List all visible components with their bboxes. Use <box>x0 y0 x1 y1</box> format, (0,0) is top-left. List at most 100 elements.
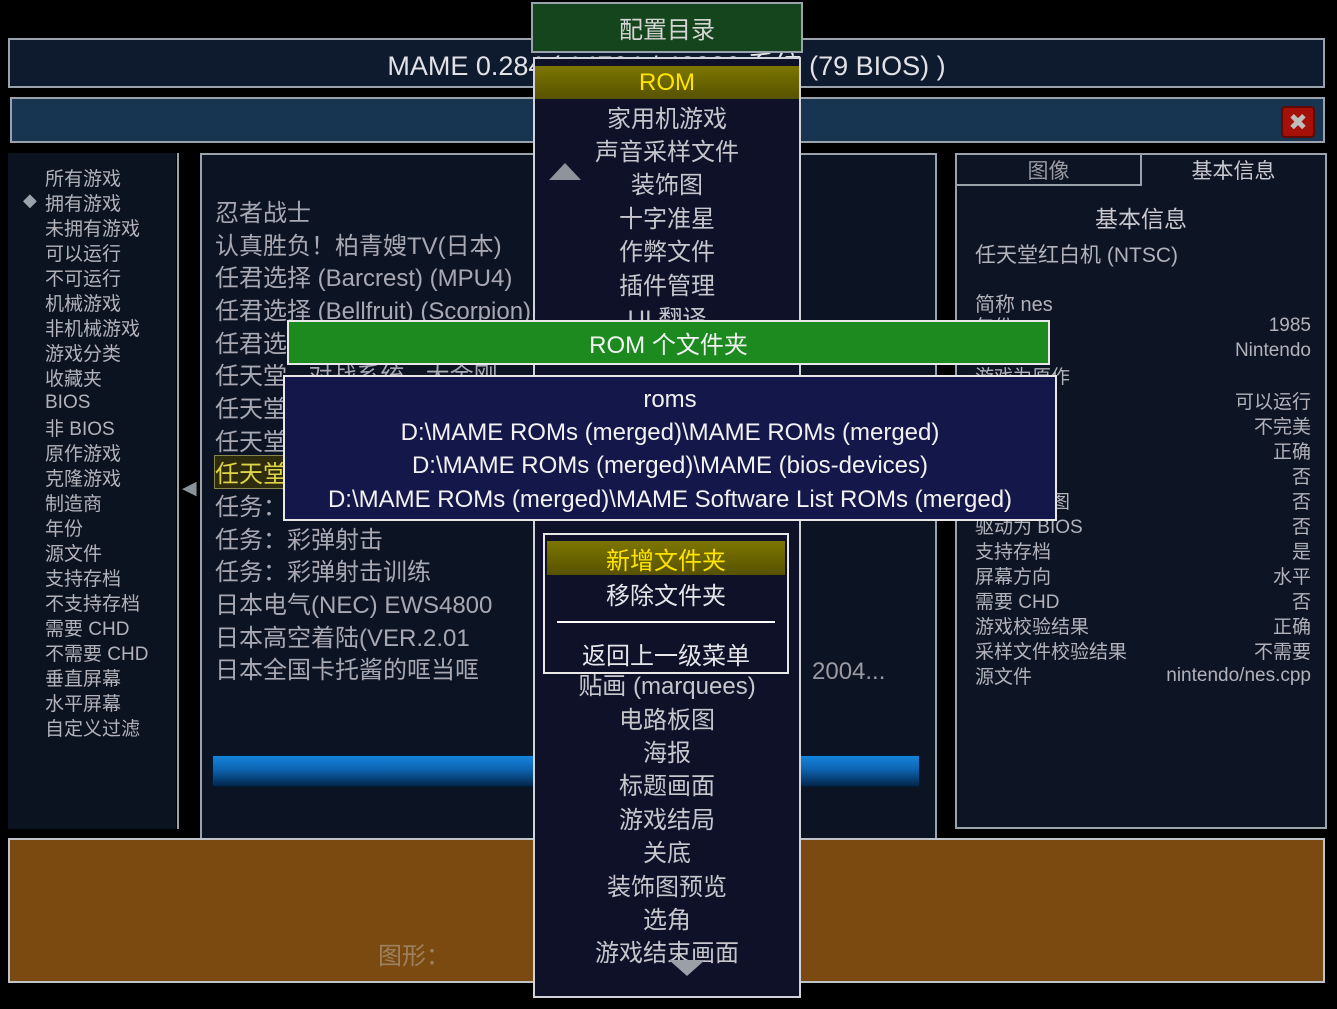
config-menu-item[interactable]: 插件管理 <box>619 272 715 300</box>
info-row-label: 游戏校验结果 <box>975 617 1090 638</box>
rom-folder-path: D:\MAME ROMs (merged)\MAME Software List… <box>327 485 1013 513</box>
collapse-left-icon[interactable]: ◀ <box>182 478 197 499</box>
sidebar-item[interactable]: 拥有游戏 <box>45 194 122 215</box>
sidebar-item[interactable]: 垂直屏幕 <box>45 669 122 690</box>
selected-filter-marker-icon: ◆ <box>23 190 37 210</box>
remove-folder-item[interactable]: 移除文件夹 <box>606 582 726 610</box>
config-menu-item[interactable]: 装饰图 <box>631 172 703 200</box>
info-row-value: 否 <box>1291 517 1311 538</box>
tab-general-info-label: 基本信息 <box>1191 159 1276 183</box>
sidebar-item[interactable]: 收藏夹 <box>45 369 103 390</box>
config-menu-item[interactable]: 十字准星 <box>619 205 715 233</box>
config-menu-item[interactable]: 作弊文件 <box>619 239 715 267</box>
sidebar-item[interactable]: 可以运行 <box>45 244 122 265</box>
tab-images[interactable]: 图像 <box>957 155 1142 186</box>
config-menu-item[interactable]: 关底 <box>643 840 691 868</box>
rom-folders-dialog-title: ROM 个文件夹 <box>589 332 748 359</box>
sidebar-item[interactable]: 不可运行 <box>45 269 122 290</box>
info-heading: 基本信息 <box>1095 206 1187 232</box>
game-list-row[interactable]: 任君选择 (Barcrest) (MPU4) <box>215 265 513 293</box>
config-menu-item[interactable]: 游戏结局 <box>619 806 715 834</box>
info-row: 采样文件校验结果 不需要 <box>957 638 1325 663</box>
config-menu-item[interactable]: 选角 <box>643 906 691 934</box>
sidebar-item[interactable]: 非 BIOS <box>45 419 115 440</box>
folder-actions-dialog: 新增文件夹 移除文件夹 返回上一级菜单 <box>543 533 789 674</box>
sidebar-item[interactable]: 非机械游戏 <box>45 319 141 340</box>
sidebar-item[interactable]: 不需要 CHD <box>45 644 149 665</box>
sidebar-item[interactable]: 克隆游戏 <box>45 469 122 490</box>
scroll-down-icon[interactable] <box>669 960 705 976</box>
game-row-overflow-text: 2004... <box>812 658 886 685</box>
info-row-value: 水平 <box>1272 567 1311 588</box>
sidebar-item[interactable]: 水平屏幕 <box>45 694 122 715</box>
config-menu-item[interactable]: 声音采样文件 <box>595 138 739 166</box>
info-row-value: 否 <box>1291 492 1311 513</box>
game-list-row[interactable]: 日本电气(NEC) EWS4800 <box>215 592 493 619</box>
info-row-value: 不完美 <box>1253 417 1311 438</box>
sidebar-item[interactable]: BIOS <box>45 391 91 413</box>
sidebar-divider <box>177 153 179 829</box>
sidebar-item[interactable]: 自定义过滤 <box>45 719 141 740</box>
info-row-label: 屏幕方向 <box>975 567 1052 588</box>
config-menu-item[interactable]: 贴画 (marquees) <box>578 673 756 701</box>
status-ghost-text: 图形： <box>378 943 450 970</box>
rom-folder-path: D:\MAME ROMs (merged)\MAME ROMs (merged) <box>400 419 940 447</box>
game-list-row[interactable]: 忍者战士 <box>215 199 311 227</box>
sidebar-item[interactable]: 不支持存档 <box>45 594 141 615</box>
add-folder-item[interactable]: 新增文件夹 <box>547 541 785 575</box>
config-menu-item[interactable]: ROM <box>535 66 799 100</box>
info-row: 源文件 nintendo/nes.cpp <box>957 663 1325 689</box>
game-list-row[interactable]: 任务：彩弹射击训练 <box>215 559 431 587</box>
game-list-row[interactable]: 任务：彩弹射击 <box>215 526 383 554</box>
sidebar-item[interactable]: 支持存档 <box>45 569 122 590</box>
config-menu-item[interactable]: 游戏结束画面 <box>595 940 739 968</box>
info-panel: 图像 基本信息 基本信息 任天堂红白机 (NTSC) 简称 nes 年份 198… <box>955 153 1327 829</box>
sidebar-item[interactable]: 游戏分类 <box>45 344 122 365</box>
sidebar-item[interactable]: 制造商 <box>45 494 103 515</box>
info-row-label: 采样文件校验结果 <box>975 642 1128 663</box>
system-name: 任天堂红白机 (NTSC) <box>975 244 1178 267</box>
sidebar-item[interactable]: 原作游戏 <box>45 444 122 465</box>
config-menu: ROM家用机游戏声音采样文件装饰图十字准星作弊文件插件管理UI 翻译INI贴画 … <box>533 57 801 998</box>
scroll-up-icon[interactable] <box>549 163 581 180</box>
info-row-label: 源文件 <box>975 667 1033 688</box>
game-list-row[interactable]: 日本全国卡托酱的哐当哐 <box>215 657 479 685</box>
info-row-label: 支持存档 <box>975 542 1052 563</box>
info-row-value: nintendo/nes.cpp <box>1166 664 1311 686</box>
sidebar-item[interactable]: 源文件 <box>45 544 103 565</box>
info-row-value: 1985 <box>1268 314 1311 336</box>
sidebar-item[interactable]: 需要 CHD <box>45 619 130 640</box>
info-row-value: 是 <box>1291 542 1311 563</box>
rom-folder-path: roms <box>643 385 697 413</box>
info-row-label: 需要 CHD <box>975 592 1060 613</box>
close-button[interactable]: ✖ <box>1281 106 1315 138</box>
config-menu-item[interactable]: 海报 <box>643 740 691 768</box>
menu-divider <box>557 621 775 623</box>
info-row-value: 不需要 <box>1253 642 1311 663</box>
sidebar-item[interactable]: 机械游戏 <box>45 294 122 315</box>
info-row-value: 否 <box>1291 592 1311 613</box>
game-list-row[interactable]: 认真胜负！柏青嫂TV(日本) <box>215 232 502 260</box>
info-row: 游戏校验结果 正确 <box>957 613 1325 638</box>
info-row: 驱动为 BIOS 否 <box>957 513 1325 538</box>
info-row-value: Nintendo <box>1234 339 1311 361</box>
config-menu-item[interactable]: 电路板图 <box>619 706 715 734</box>
return-previous-menu-item[interactable]: 返回上一级菜单 <box>582 642 750 670</box>
game-list-row[interactable]: 日本高空着陆(VER.2.01 <box>215 624 470 652</box>
info-row-value: 正确 <box>1272 617 1311 638</box>
sidebar-item[interactable]: 所有游戏 <box>45 169 122 190</box>
config-menu-item[interactable]: 标题画面 <box>619 773 715 801</box>
info-row-value: 否 <box>1291 467 1311 488</box>
config-menu-item[interactable]: 装饰图预览 <box>607 873 727 901</box>
tab-general-info[interactable]: 基本信息 <box>1142 155 1325 184</box>
config-menu-title: 配置目录 <box>619 17 715 44</box>
info-row-value: 正确 <box>1272 442 1311 463</box>
config-menu-item[interactable]: 家用机游戏 <box>607 105 727 133</box>
info-row: 屏幕方向 水平 <box>957 563 1325 588</box>
info-row: 需要 CHD 否 <box>957 588 1325 613</box>
info-row: 支持存档 是 <box>957 538 1325 563</box>
sidebar-item[interactable]: 年份 <box>45 519 84 540</box>
sidebar-item[interactable]: 未拥有游戏 <box>45 219 141 240</box>
